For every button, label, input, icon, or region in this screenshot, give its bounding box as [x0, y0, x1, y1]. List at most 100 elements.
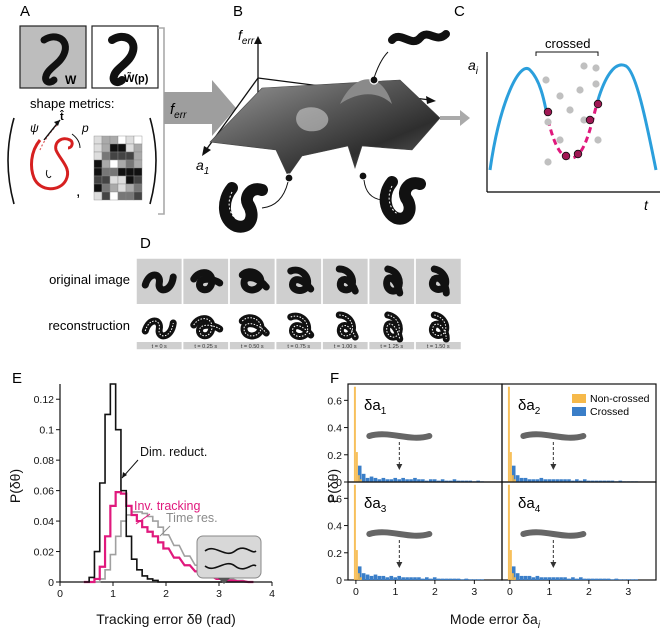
f-x-tick-label: 0 — [507, 586, 513, 598]
pixel-cell — [93, 191, 103, 201]
mode-curve-right — [596, 63, 658, 171]
f-y-tick-label: 0.2 — [327, 450, 342, 462]
e-y-tick-label: 0.12 — [34, 394, 55, 406]
f-bar-crossed — [401, 577, 405, 580]
crossed-label: crossed — [545, 36, 591, 51]
pixel-cell — [93, 135, 103, 145]
f-bar-noncrossed — [353, 386, 356, 482]
t-hat-label: t̂ — [60, 110, 64, 123]
legend-swatch-noncrossed — [572, 394, 586, 403]
f-bar-crossed — [361, 473, 366, 482]
worm-glyph-left — [219, 182, 268, 233]
f-bar-crossed — [586, 480, 591, 482]
f-bar-crossed — [468, 579, 473, 580]
f-x-tick-label: 2 — [432, 586, 438, 598]
e-ylabel: P(δθ) — [7, 469, 23, 503]
worm-silhouette-w-tilde — [108, 32, 138, 87]
pixel-cell — [109, 175, 119, 185]
legend-label-noncrossed: Non-crossed — [590, 393, 650, 405]
e-y-tick-label: 0 — [48, 577, 54, 589]
f-bar-crossed — [440, 479, 445, 482]
pixel-cell — [101, 159, 111, 169]
gray-point — [544, 118, 552, 126]
f-bar-crossed — [614, 578, 619, 580]
f-bar-crossed — [381, 477, 386, 482]
worm-original — [190, 269, 224, 294]
time-label: t = 1.50 s — [427, 344, 450, 350]
f-bar-noncrossed — [513, 577, 516, 580]
f-bar-crossed — [421, 578, 425, 580]
f-bar-crossed — [571, 577, 575, 580]
worm-original — [383, 265, 404, 297]
e-xlabel: Tracking error δθ (rad) — [96, 611, 236, 627]
f-inset-arrowhead — [396, 464, 403, 470]
f-bar-crossed — [543, 479, 548, 482]
worm-centerline-left — [228, 191, 239, 221]
f-bar-crossed — [590, 480, 595, 482]
f-bar-crossed — [563, 577, 567, 580]
time-label: t = 1.25 s — [380, 344, 403, 350]
panel-label-f: F — [330, 370, 339, 387]
pixel-cell — [133, 167, 143, 177]
f-inset-worm — [366, 529, 433, 539]
a1-axis-arrowhead — [202, 146, 211, 156]
pixel-cell — [109, 143, 119, 153]
pixel-cell — [125, 135, 135, 145]
annot-inv-tracking: Inv. tracking — [134, 499, 201, 513]
f-bar-crossed — [618, 480, 623, 482]
pixel-cell — [101, 191, 111, 201]
ferr-axis-arrowhead — [254, 36, 262, 44]
f-bar-crossed — [575, 578, 579, 580]
f-bar-crossed — [476, 579, 480, 580]
panel-label-d: D — [140, 235, 151, 252]
pixel-cell — [109, 191, 119, 201]
pixel-cell — [133, 175, 143, 185]
f-subplot-title-main: δa — [518, 397, 535, 414]
f-bar-crossed — [582, 578, 587, 580]
legend-label-crossed: Crossed — [590, 406, 629, 418]
minimum-point-2 — [358, 171, 368, 181]
f-bar-crossed — [464, 480, 469, 482]
f-bar-crossed — [377, 479, 382, 482]
error-surface — [209, 79, 441, 177]
f-bar-crossed — [527, 479, 532, 482]
f-y-tick-label: 0.6 — [327, 493, 342, 505]
f-bar-crossed — [606, 578, 611, 580]
f-bar-crossed — [559, 479, 563, 482]
f-bar-crossed — [425, 577, 429, 580]
ferr-axis-label: ferr — [238, 27, 255, 47]
f-x-tick-label: 3 — [471, 586, 477, 598]
crossed-point — [561, 151, 571, 161]
f-y-tick-label: 0.6 — [327, 395, 342, 407]
e-series-line — [83, 383, 254, 583]
f-bar-crossed — [575, 479, 579, 482]
f-bar-crossed — [468, 480, 473, 482]
f-bar-crossed — [444, 480, 449, 482]
pixel-cell — [117, 183, 127, 193]
annot-time-pointer — [159, 525, 171, 537]
f-bar-crossed — [539, 577, 544, 580]
left-paren — [7, 117, 15, 205]
minimum-point-1 — [284, 173, 294, 183]
f-bar-crossed — [555, 577, 559, 580]
f-bar-noncrossed — [509, 550, 512, 580]
f-x-tick-label: 3 — [625, 586, 631, 598]
f-bar-crossed — [428, 479, 433, 482]
pixel-cell — [133, 151, 143, 161]
surface-highlight — [296, 107, 329, 132]
gray-point — [556, 136, 564, 144]
f-bar-crossed — [579, 577, 583, 580]
pixel-cell — [109, 151, 119, 161]
f-bar-crossed — [460, 579, 465, 580]
mode-curve-left — [488, 67, 548, 171]
b-to-c-arrow — [440, 110, 470, 126]
gray-point — [580, 62, 588, 70]
f-bar-crossed — [393, 577, 398, 580]
f-bar-crossed — [586, 578, 591, 580]
pixel-cell — [133, 191, 143, 201]
f-bar-crossed — [456, 578, 461, 580]
shape-metrics-label: shape metrics: — [30, 96, 115, 111]
